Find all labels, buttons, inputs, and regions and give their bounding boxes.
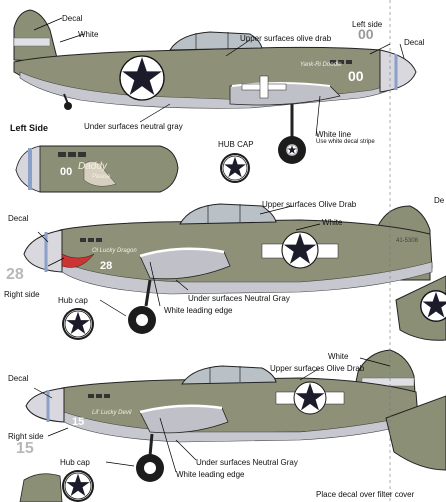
mid-serial: 41-5308 xyxy=(396,238,419,244)
detail-hub-cap-label: HUB CAP xyxy=(218,140,254,149)
mid-upper-surfaces-label: Upper surfaces Olive Drab xyxy=(262,200,357,209)
bottom-ghost-number: 15 xyxy=(16,440,34,457)
middle-aircraft xyxy=(23,203,433,334)
top-upper-surfaces-label: Upper surfaces olive drab xyxy=(240,34,332,43)
top-fuselage-star xyxy=(120,56,164,100)
detail-nose-art-sub: Please xyxy=(92,174,111,180)
top-decal-right-label: Decal xyxy=(404,38,425,47)
bottom-hub-cap-label: Hub cap xyxy=(60,458,90,467)
bottom-right-side-label: Right side xyxy=(8,432,44,441)
detail-nose-art: Daddy xyxy=(78,161,107,172)
detail-left-side-title: Left Side xyxy=(10,123,49,133)
mid-white-label: White xyxy=(322,218,343,227)
mid-right-side-label: Right side xyxy=(4,290,40,299)
bottom-left-fragment xyxy=(19,473,63,502)
mid-ghost-number: 28 xyxy=(6,266,24,283)
bottom-white-label: White xyxy=(328,352,349,361)
mid-leading-edge-label: White leading edge xyxy=(164,306,233,315)
bottom-decal-left-label: Decal xyxy=(8,374,29,383)
bottom-aircraft xyxy=(25,349,419,482)
bottom-leading-edge-label: White leading edge xyxy=(176,470,245,479)
top-white-label: White xyxy=(78,30,99,39)
top-fuselage-number: 00 xyxy=(348,68,364,84)
detail-number: 00 xyxy=(60,166,73,178)
top-ghost-number: 00 xyxy=(358,26,374,42)
detail-hub-cap xyxy=(220,153,250,183)
top-white-line-label: White line xyxy=(316,130,352,139)
detail-nose-left-side xyxy=(15,145,179,193)
top-decal-left-label: Decal xyxy=(62,14,83,23)
mid-decal-left-label: Decal xyxy=(8,214,29,223)
top-under-surfaces-label: Under surfaces neutral gray xyxy=(84,122,183,131)
mid-under-surfaces-label: Under surfaces Neutral Gray xyxy=(188,294,290,303)
bottom-fuselage-number: 15 xyxy=(72,416,85,428)
leader-lines xyxy=(33,17,405,473)
mid-decal-right-label: De xyxy=(434,196,445,205)
middle-fuselage-star xyxy=(282,232,318,268)
bottom-filter-note: Place decal over filter cover xyxy=(316,490,415,499)
bottom-hub-cap xyxy=(62,470,94,502)
bottom-upper-surfaces-label: Upper surfaces Olive Drab xyxy=(270,364,365,373)
mid-fuselage-number: 28 xyxy=(100,260,113,272)
bottom-fuselage-star xyxy=(294,382,326,414)
mid-hub-cap-label: Hub cap xyxy=(58,296,88,305)
mid-nose-art: Ol Lucky Dragon xyxy=(92,248,137,254)
bottom-nose-art: Lil' Lucky Devil xyxy=(92,410,132,416)
top-white-line-note: Use white decal stripe xyxy=(316,139,375,145)
top-aircraft xyxy=(13,9,417,164)
top-left-side-label: Left side xyxy=(352,20,383,29)
top-nose-art: Yank-Ri Doodle xyxy=(300,62,342,68)
bottom-under-surfaces-label: Under surfaces Neutral Gray xyxy=(196,458,298,467)
middle-wing-fragment-right xyxy=(395,275,446,341)
middle-hub-cap xyxy=(62,308,94,340)
